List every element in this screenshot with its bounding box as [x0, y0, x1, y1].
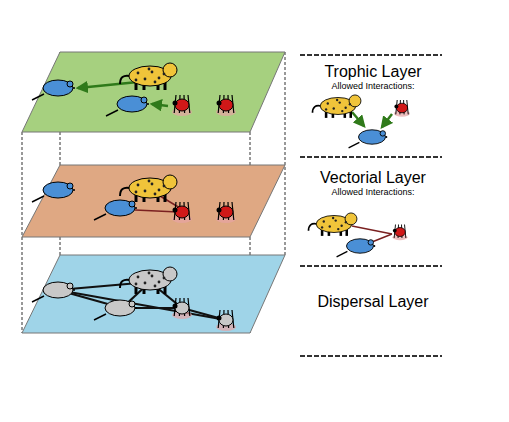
layer-title: Trophic Layer [300, 62, 446, 81]
tick-icon [172, 95, 192, 116]
interaction-line [160, 196, 180, 208]
interaction-line [372, 234, 392, 242]
rodent-icon [94, 200, 137, 220]
tick-icon [216, 202, 236, 223]
layer-connector [285, 52, 286, 255]
band-separator [300, 54, 442, 56]
rodent-icon [94, 300, 137, 320]
layer-plane [22, 165, 285, 237]
band-separator [300, 156, 442, 158]
rodent-icon [106, 96, 149, 116]
jaguar-icon [120, 267, 177, 294]
layer-band: Trophic LayerAllowed Interactions: [300, 62, 446, 92]
layer-plane [22, 255, 285, 333]
rodent-icon [32, 80, 75, 100]
layer-subtitle: Allowed Interactions: [300, 187, 446, 198]
tick-icon [216, 95, 236, 116]
interaction-line [352, 112, 364, 126]
rodent-icon [337, 239, 376, 257]
layer-plane [22, 52, 285, 132]
layer-title: Vectorial Layer [300, 168, 446, 187]
layer-title: Dispersal Layer [300, 292, 446, 311]
jaguar-icon [309, 213, 357, 236]
rodent-icon [32, 282, 75, 302]
interaction-line [352, 226, 392, 234]
tick-icon [216, 310, 236, 331]
tick-icon [394, 100, 410, 117]
layer-connector [22, 132, 23, 333]
rodent-icon [349, 130, 388, 148]
tick-icon [393, 225, 408, 241]
rodent-icon [32, 182, 75, 202]
interaction-line [152, 104, 168, 106]
jaguar-icon [313, 95, 361, 118]
band-separator [300, 355, 442, 357]
jaguar-icon [120, 63, 177, 90]
interaction-line [58, 290, 226, 320]
interaction-line [78, 82, 138, 88]
interaction-line [382, 114, 392, 127]
layer-band: Vectorial LayerAllowed Interactions: [300, 168, 446, 198]
interaction-line [135, 210, 178, 212]
layer-band: Dispersal Layer [300, 292, 446, 311]
tick-icon [172, 298, 192, 319]
layer-subtitle: Allowed Interactions: [300, 81, 446, 92]
band-separator [300, 265, 442, 267]
jaguar-icon [120, 175, 177, 202]
tick-icon [172, 202, 192, 223]
